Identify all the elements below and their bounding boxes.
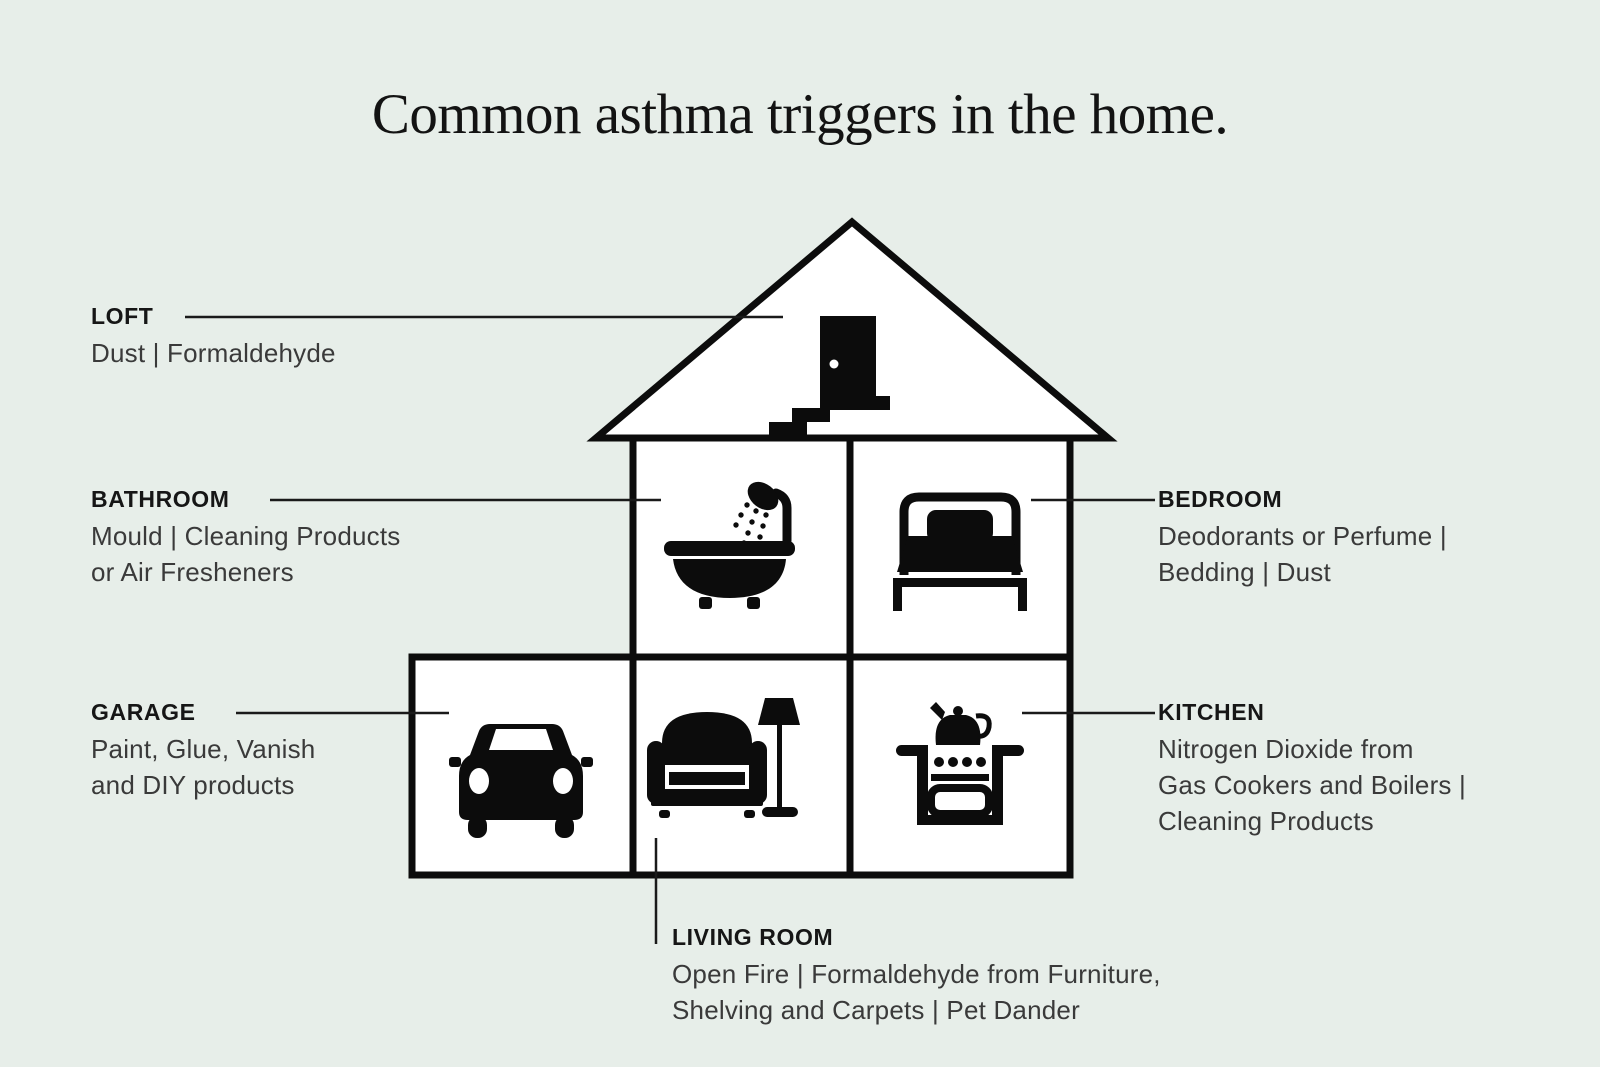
- bedroom-triggers-line: Bedding | Dust: [1158, 557, 1331, 587]
- kitchen-triggers-line: Gas Cookers and Boilers |: [1158, 770, 1466, 800]
- living-room-heading: LIVING ROOM: [672, 924, 834, 950]
- attic-door-stairs-icon: [769, 316, 890, 437]
- bed-icon: [893, 492, 1027, 611]
- living-room-room-box: [629, 653, 854, 879]
- armchair-floor-lamp-icon: [647, 698, 800, 818]
- floor-lamp: [758, 698, 800, 817]
- page-title: Common asthma triggers in the home.: [371, 83, 1229, 146]
- living-room-triggers-line: Open Fire | Formaldehyde from Furniture,: [672, 959, 1161, 989]
- bathroom-heading: BATHROOM: [91, 486, 230, 512]
- garage-triggers-line: Paint, Glue, Vanish: [91, 734, 316, 764]
- label-garage: GARAGE Paint, Glue, Vanish and DIY produ…: [91, 701, 315, 803]
- label-bedroom: BEDROOM Deodorants or Perfume | Bedding …: [1158, 488, 1447, 590]
- kitchen-triggers-line: Cleaning Products: [1158, 806, 1374, 836]
- bathtub-shower-icon: [664, 481, 795, 609]
- kitchen-triggers-line: Nitrogen Dioxide from: [1158, 734, 1414, 764]
- garage-triggers-line: and DIY products: [91, 770, 295, 800]
- label-loft: LOFT Dust | Formaldehyde: [91, 305, 336, 371]
- bathroom-triggers-line: Mould | Cleaning Products: [91, 521, 401, 551]
- loft-heading: LOFT: [91, 303, 154, 329]
- bedroom-triggers-line: Deodorants or Perfume |: [1158, 521, 1447, 551]
- kitchen-room-box: [846, 653, 1074, 879]
- label-bathroom: BATHROOM Mould | Cleaning Products or Ai…: [91, 488, 400, 590]
- cooker-kettle-icon: [896, 702, 1024, 825]
- living-room-triggers-line: Shelving and Carpets | Pet Dander: [672, 995, 1080, 1025]
- garage-heading: GARAGE: [91, 699, 196, 725]
- loft-triggers-line: Dust | Formaldehyde: [91, 338, 336, 368]
- bathroom-triggers-line: or Air Fresheners: [91, 557, 294, 587]
- bedroom-heading: BEDROOM: [1158, 486, 1283, 512]
- kitchen-heading: KITCHEN: [1158, 699, 1265, 725]
- label-living-room: LIVING ROOM Open Fire | Formaldehyde fro…: [672, 926, 1161, 1028]
- label-kitchen: KITCHEN Nitrogen Dioxide from Gas Cooker…: [1158, 701, 1466, 839]
- kettle: [930, 702, 992, 745]
- car-icon: [449, 724, 593, 838]
